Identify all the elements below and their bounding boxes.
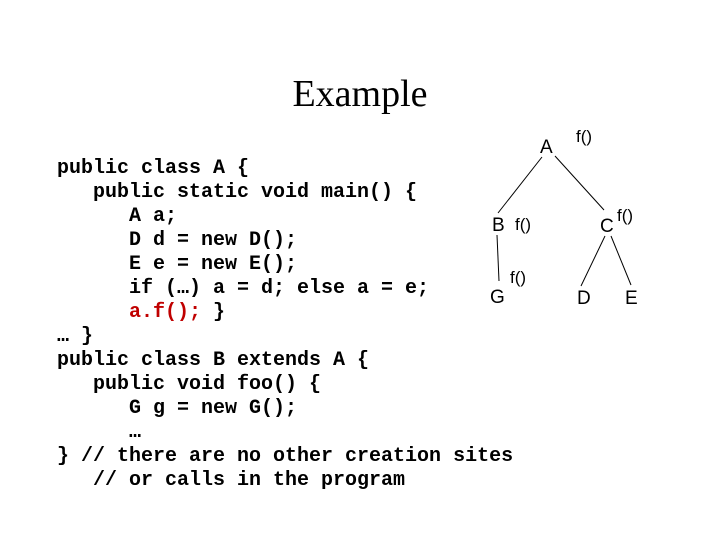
code-line: G g = new G(); — [57, 397, 513, 421]
hierarchy-edge-C-D — [580, 235, 606, 287]
highlighted-call-segment: a.f(); — [129, 301, 202, 324]
code-line: public static void main() { — [57, 181, 513, 205]
code-block: public class A { public static void main… — [57, 157, 513, 493]
code-line: public void foo() { — [57, 373, 513, 397]
code-segment: if (…) a = d; else a = e; — [57, 277, 430, 300]
code-line: D d = new D(); — [57, 229, 513, 253]
class-node-A: A — [540, 137, 553, 158]
code-line: public class B extends A { — [57, 349, 513, 373]
code-segment: // or calls in the program — [57, 469, 406, 492]
class-node-D: D — [577, 288, 591, 309]
method-annotation-A: f() — [576, 127, 592, 146]
class-node-E: E — [625, 288, 638, 309]
class-node-C: C — [600, 216, 614, 237]
hierarchy-edge-A-B — [497, 156, 543, 214]
code-line: } // there are no other creation sites — [57, 445, 513, 469]
class-node-B: B — [492, 215, 505, 236]
hierarchy-edge-C-E — [610, 235, 632, 286]
code-line: A a; — [57, 205, 513, 229]
code-segment: public class A { — [57, 157, 250, 180]
code-segment: public void foo() { — [57, 373, 322, 396]
slide-title: Example — [292, 73, 428, 115]
code-segment: public static void main() { — [57, 181, 418, 204]
code-segment: E e = new E(); — [57, 253, 298, 276]
code-line: // or calls in the program — [57, 469, 513, 493]
code-line: if (…) a = d; else a = e; — [57, 277, 513, 301]
code-line: … } — [57, 325, 513, 349]
hierarchy-edge-B-G — [496, 234, 500, 282]
code-segment: … — [57, 421, 142, 444]
code-segment: G g = new G(); — [57, 397, 298, 420]
code-line: public class A { — [57, 157, 513, 181]
code-segment: … } — [57, 325, 94, 348]
code-line: a.f(); } — [57, 301, 513, 325]
method-annotation-B: f() — [515, 215, 531, 234]
code-segment: A a; — [57, 205, 178, 228]
hierarchy-edge-A-C — [554, 155, 605, 211]
code-segment: public class B extends A { — [57, 349, 370, 372]
code-segment: D d = new D(); — [57, 229, 298, 252]
code-segment: } // there are no other creation sites — [57, 445, 514, 468]
method-annotation-G: f() — [510, 268, 526, 287]
code-line: E e = new E(); — [57, 253, 513, 277]
code-line: … — [57, 421, 513, 445]
code-segment: } — [201, 301, 226, 324]
method-annotation-C: f() — [617, 206, 633, 225]
class-node-G: G — [490, 287, 505, 308]
